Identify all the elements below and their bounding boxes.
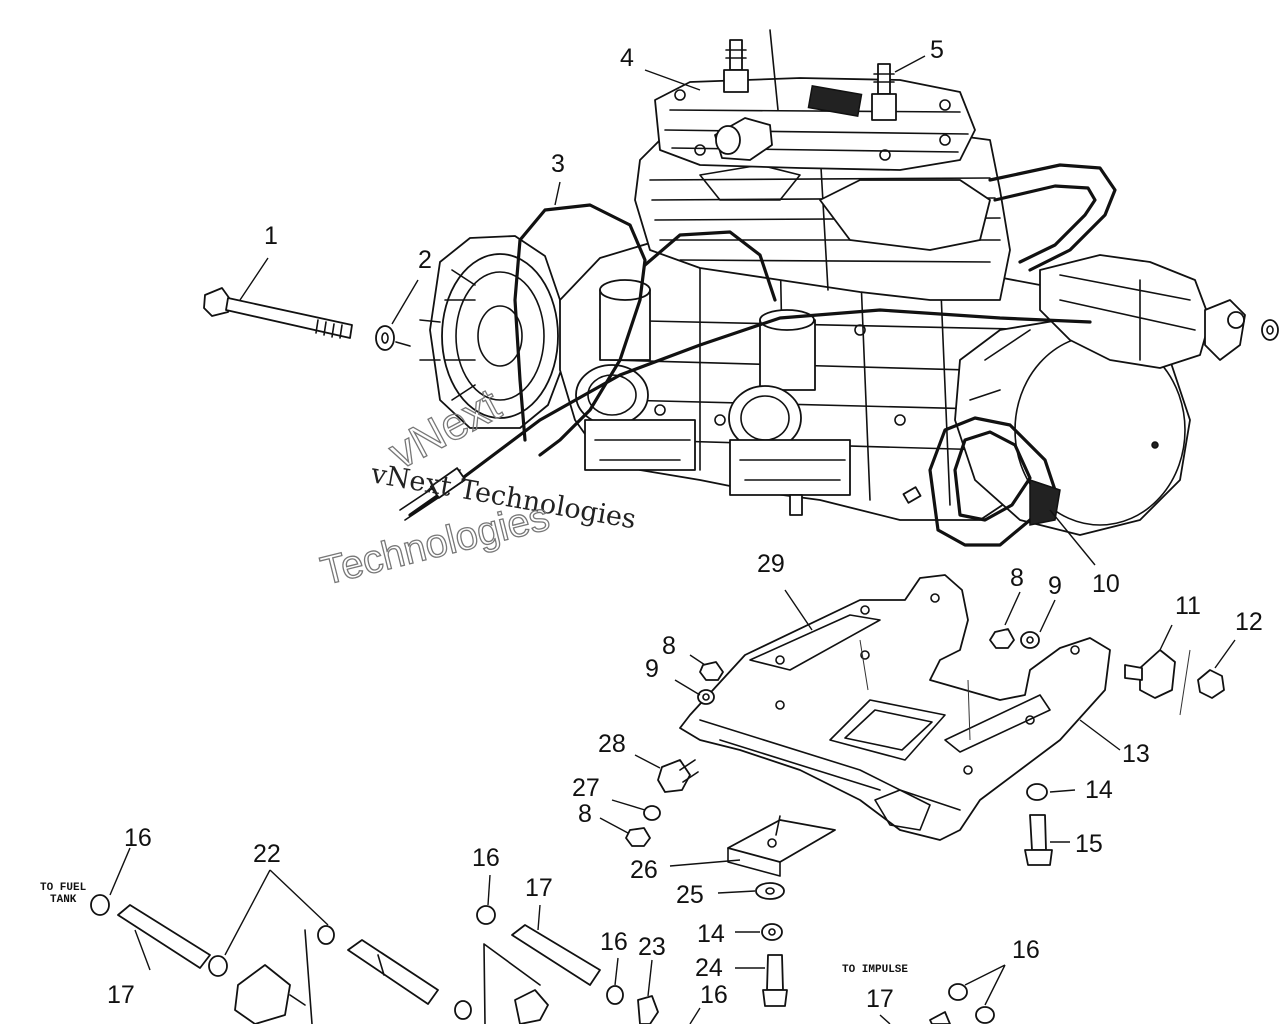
pto-clutch-housing — [419, 235, 566, 429]
callout-13: 13 — [1122, 740, 1150, 768]
callout-labels: 1 2 3 4 5 8 9 10 11 12 13 14 15 29 8 9 2… — [107, 36, 1263, 1013]
callout-16-mid: 16 — [472, 844, 500, 872]
starter-bracket — [1039, 254, 1279, 369]
callout-23: 23 — [638, 933, 666, 961]
callout-25: 25 — [676, 881, 704, 909]
spark-plug-left — [723, 39, 749, 93]
callout-24: 24 — [695, 954, 723, 982]
callout-27: 27 — [572, 774, 600, 802]
callout-15: 15 — [1075, 830, 1103, 858]
diagram-notes: TO FUEL TANK TO IMPULSE — [40, 882, 908, 976]
carburetor-left — [575, 279, 696, 471]
washer-2 — [375, 325, 411, 351]
callout-8-top: 8 — [1010, 564, 1024, 592]
callout-4: 4 — [620, 44, 634, 72]
callout-26: 26 — [630, 856, 658, 884]
note-to-fuel-tank-1: TO FUEL — [40, 882, 87, 894]
engine-assembly — [203, 29, 1279, 547]
callout-8-left: 8 — [662, 632, 676, 660]
watermark-line3: Technologies — [317, 495, 554, 594]
callout-16-center: 16 — [600, 928, 628, 956]
callout-16-right: 16 — [1012, 936, 1040, 964]
cylinder-block — [634, 127, 1011, 301]
callout-17-right: 17 — [866, 985, 894, 1013]
callout-2: 2 — [418, 246, 432, 274]
mount-bolt-1 — [203, 287, 353, 339]
callout-22: 22 — [253, 840, 281, 868]
callout-14-right: 14 — [1085, 776, 1113, 804]
callout-29: 29 — [757, 550, 785, 578]
note-to-fuel-tank-2: TANK — [50, 894, 77, 906]
heat-shield-26 — [727, 815, 836, 877]
leader-lines — [109, 55, 1236, 1024]
callout-5: 5 — [930, 36, 944, 64]
cylinder-head — [654, 77, 976, 171]
mount-fasteners — [625, 628, 1225, 1007]
carburetor-right — [728, 309, 851, 516]
callout-14-lower: 14 — [697, 920, 725, 948]
spark-plug-right — [871, 63, 897, 121]
callout-12: 12 — [1235, 608, 1263, 636]
callout-17-left: 17 — [107, 981, 135, 1009]
throttle-cable — [399, 203, 1092, 521]
callout-11: 11 — [1175, 592, 1201, 620]
callout-10: 10 — [1092, 570, 1120, 598]
engine-mount-plate — [679, 574, 1111, 841]
callout-9-left: 9 — [645, 655, 659, 683]
callout-16-bottom: 16 — [700, 981, 728, 1009]
coolant-tube — [988, 163, 1117, 272]
callout-28: 28 — [598, 730, 626, 758]
callout-3: 3 — [551, 150, 565, 178]
note-to-impulse: TO IMPULSE — [842, 964, 908, 976]
callout-9-top: 9 — [1048, 572, 1062, 600]
callout-16-far-left: 16 — [124, 824, 152, 852]
fuel-line-parts — [90, 894, 995, 1024]
callout-1: 1 — [264, 222, 278, 250]
callout-8-lower: 8 — [578, 800, 592, 828]
callout-17-mid: 17 — [525, 874, 553, 902]
